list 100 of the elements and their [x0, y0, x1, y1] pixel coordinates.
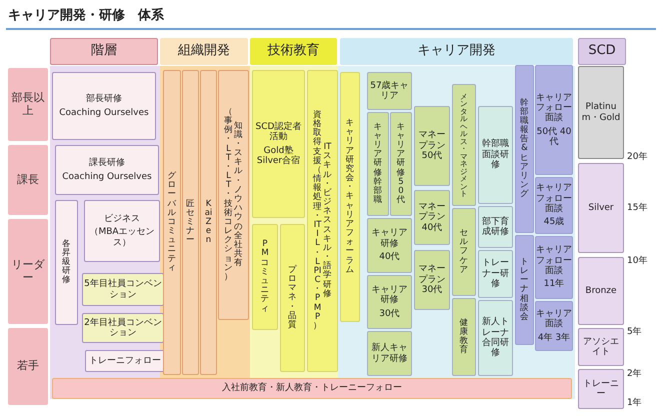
box-text: 新人キャリア研修: [370, 343, 408, 364]
activity-box: [252, 224, 278, 330]
box-text: マネープラン40代: [418, 202, 446, 234]
box-text: キャリアフォロー面談: [536, 245, 572, 276]
box-text: PMコミュニティ: [260, 240, 270, 314]
training-box: [414, 190, 450, 245]
training-box: [367, 72, 412, 110]
box-text: キャリア面談: [536, 308, 572, 330]
box-text: 課長: [17, 174, 39, 186]
box-text: キャリア開発: [418, 44, 496, 59]
box-text: 幹部職報告&ヒアリング: [520, 98, 529, 200]
training-box: [55, 200, 78, 325]
box-text: キャリア研修幹部職: [374, 122, 382, 206]
box-text: キャリアフォロー面談: [536, 183, 572, 214]
training-box: [367, 218, 412, 273]
box-text: Bronze: [585, 286, 617, 296]
year-label: 20年: [627, 150, 648, 163]
box-text: 5年目社員コンベンション: [83, 279, 163, 300]
training-box: [85, 350, 165, 372]
box-text: キャリアフォロー面談: [536, 92, 572, 124]
training-box: [452, 208, 476, 296]
box-text: 各昇級研修: [62, 240, 71, 286]
training-box: [367, 331, 412, 376]
activity-box: [182, 70, 199, 375]
year-label: 15年: [627, 202, 648, 214]
box-text: ビジネス: [104, 214, 140, 224]
box-text: 入社前教育・新人教育・トレーニーフォロー: [222, 383, 402, 394]
activity-box: [340, 72, 360, 322]
level-label: [8, 68, 48, 141]
box-text: 2年目社員コンベンション: [83, 318, 163, 338]
year-label: 2年: [627, 368, 642, 380]
training-box: [82, 313, 164, 343]
box-subtext: Coaching Ourselves: [59, 108, 149, 118]
column-header: [160, 38, 248, 65]
box-text: 健康教育: [460, 318, 468, 356]
training-box: [367, 112, 389, 216]
column-header: [578, 38, 626, 65]
box-text: 組織開発: [178, 44, 230, 59]
activity-box: [218, 70, 249, 320]
box-subtext: 50代 40代: [536, 126, 572, 148]
training-box: [452, 84, 476, 206]
box-text: Platinum・Gold: [580, 102, 622, 123]
interview-box: [535, 65, 573, 175]
year-label: 10年: [627, 254, 648, 267]
box-subtext: Gold塾 Silver合宿: [256, 146, 302, 166]
level-label: [8, 219, 48, 324]
box-subtext: 40代: [379, 252, 400, 263]
box-text: 部下育成研修: [481, 216, 510, 238]
box-text: アソシエイト: [582, 336, 620, 358]
activity-box: [252, 70, 305, 218]
box-text: セルフケア: [460, 229, 468, 275]
box-text: 幹部職面談研修: [481, 139, 510, 171]
box-subtext: ITスキル・ビジネススキル・語学研修: [323, 143, 332, 299]
box-subtext: 4年 3年: [538, 332, 570, 344]
box-subtext: 11年: [544, 279, 564, 290]
box-text: 課長研修: [89, 158, 125, 168]
column-header: [250, 38, 337, 65]
box-text: トレーナ相談会: [520, 258, 529, 322]
grade-box: [578, 66, 624, 159]
box-text: トレーニフォロー: [89, 356, 161, 366]
column-header: [340, 38, 573, 65]
grade-box: [578, 163, 624, 253]
box-text: SCD: [588, 44, 616, 59]
interview-box: [535, 236, 573, 299]
box-subtext: 30代: [379, 308, 400, 320]
box-subtext: Coaching Ourselves: [62, 172, 152, 182]
level-label: [8, 145, 48, 215]
training-box: [452, 298, 476, 376]
box-text: キャリア研修: [370, 284, 408, 306]
activity-box: [307, 70, 338, 372]
box-text: SCD認定者活動: [254, 122, 302, 142]
box-text: グローバルコミュニティ: [168, 172, 176, 273]
box-subtext: 45歳: [544, 217, 564, 228]
box-text: マネープラン50代: [418, 130, 446, 162]
box-text: トレーナー研修: [481, 258, 510, 290]
box-text: 新人トレーナ合同研修: [481, 317, 510, 359]
training-box: [367, 275, 412, 329]
box-text: KaiZen: [204, 200, 213, 246]
box-text: （事例・LT・LT・技術コレクション）: [224, 108, 233, 282]
training-box: [82, 273, 164, 306]
training-box: [390, 112, 412, 216]
training-box: [478, 206, 513, 248]
box-text: 技術教育: [268, 44, 320, 59]
box-text: 階層: [91, 44, 117, 59]
box-text: キャリア研修50代: [396, 122, 406, 206]
column-header: [50, 38, 158, 65]
box-text: キャリア研修: [370, 228, 408, 250]
level-label: [8, 328, 48, 405]
box-text: 部長研修: [86, 94, 122, 104]
box-text: 若手: [17, 360, 39, 373]
training-box: [55, 145, 159, 195]
year-label: 1年: [627, 396, 642, 409]
box-text: 部長以上: [10, 92, 46, 118]
box-subtext: （MBAエッセンス）: [88, 227, 156, 248]
year-label: 5年: [627, 326, 642, 338]
interview-box: [515, 235, 534, 345]
training-box: [414, 250, 450, 310]
interview-box: [535, 177, 573, 234]
activity-box: [280, 224, 305, 372]
grade-box: [578, 257, 624, 325]
